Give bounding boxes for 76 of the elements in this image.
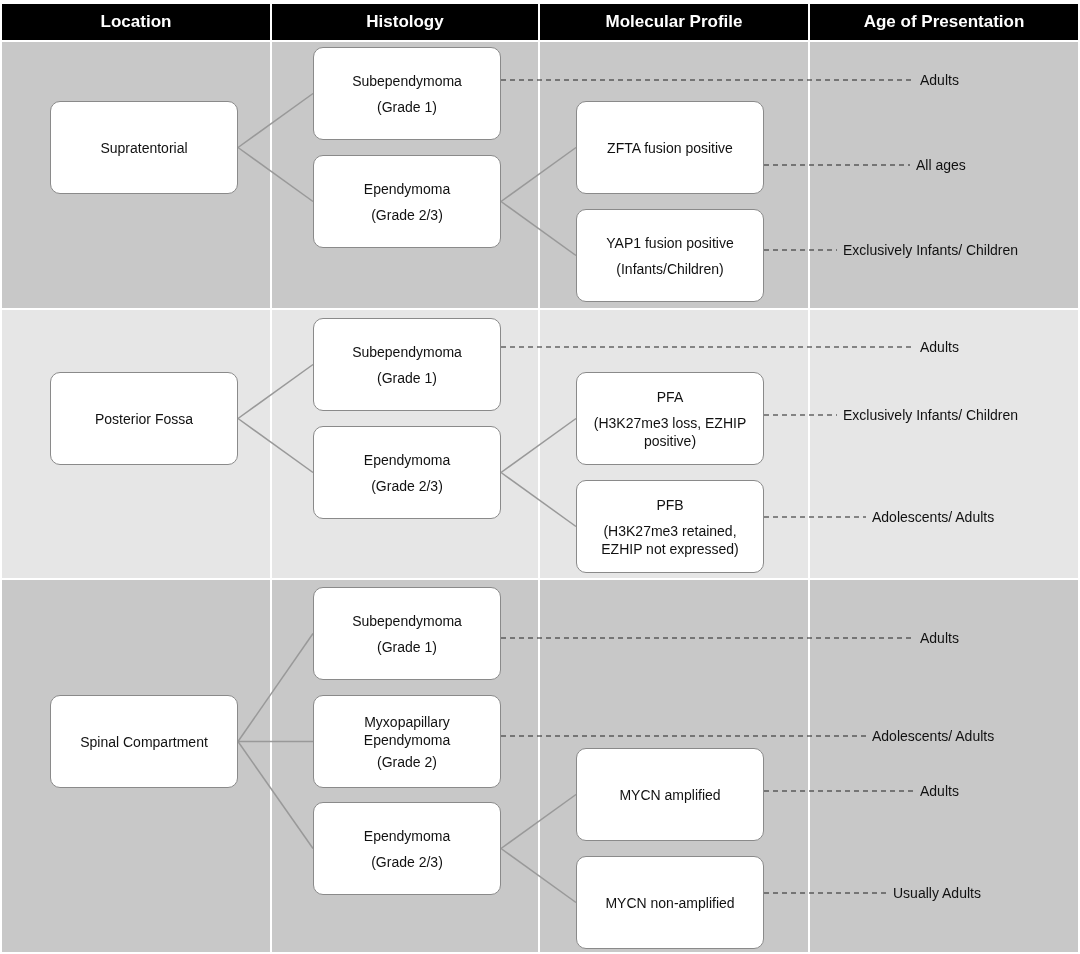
category-box xyxy=(313,587,501,680)
category-box xyxy=(313,155,501,248)
category-box xyxy=(576,372,764,465)
connector-line xyxy=(237,92,314,149)
category-box xyxy=(50,695,238,788)
box-subtitle: (Grade 1) xyxy=(377,368,437,387)
box-subtitle: (Grade 2/3) xyxy=(371,476,443,495)
dashed-connector xyxy=(763,414,838,416)
age-label: Usually Adults xyxy=(887,884,981,902)
age-label: Adolescents/ Adults xyxy=(866,508,995,526)
connector-line xyxy=(500,200,577,257)
connector-line xyxy=(237,363,314,420)
age-label: Adults xyxy=(914,629,959,647)
box-title: PFA xyxy=(656,387,684,406)
box-title: Posterior Fossa xyxy=(94,409,193,428)
box-title: Subependymoma xyxy=(352,71,462,90)
box-title: ZFTA fusion positive xyxy=(607,138,733,157)
age-label: Adults xyxy=(914,71,959,89)
box-title: Subependymoma xyxy=(352,611,462,630)
category-box xyxy=(313,318,501,411)
category-box xyxy=(50,372,238,465)
connector-line xyxy=(500,793,577,850)
age-label: Adults xyxy=(914,338,959,356)
age-label: Adolescents/ Adults xyxy=(866,727,995,745)
category-box xyxy=(313,695,501,788)
box-title: Myxopapillary Ependymoma xyxy=(362,712,452,749)
category-box xyxy=(313,802,501,895)
box-title: Ependymoma xyxy=(363,450,451,469)
column-header: Molecular Profile xyxy=(540,4,808,40)
dashed-connector xyxy=(763,249,838,251)
connector-line xyxy=(237,146,314,203)
age-label: Adults xyxy=(914,782,959,800)
column-header: Histology xyxy=(272,4,538,40)
category-box xyxy=(576,209,764,302)
column-header: Location xyxy=(2,4,270,40)
dashed-connector xyxy=(763,790,915,792)
category-box xyxy=(576,856,764,949)
connector-line xyxy=(237,417,314,474)
connector-line xyxy=(237,740,314,850)
age-label: Exclusively Infants/ Children xyxy=(837,241,1019,259)
connector-line xyxy=(500,847,577,904)
connector-line xyxy=(237,632,314,743)
box-subtitle: (Grade 1) xyxy=(377,637,437,656)
dashed-connector xyxy=(763,164,911,166)
box-subtitle: (H3K27me3 loss, EZHIP positive) xyxy=(592,413,748,450)
box-title: PFB xyxy=(656,495,684,514)
box-subtitle: (Grade 2/3) xyxy=(371,205,443,224)
connector-line xyxy=(500,471,577,528)
dashed-connector xyxy=(763,892,888,894)
category-box xyxy=(576,101,764,194)
connector-line xyxy=(500,417,577,474)
connector-line xyxy=(237,740,314,743)
box-title: MYCN non-amplified xyxy=(605,893,735,912)
age-label: All ages xyxy=(910,156,966,174)
category-box xyxy=(313,426,501,519)
age-label: Exclusively Infants/ Children xyxy=(837,406,1019,424)
category-box xyxy=(313,47,501,140)
box-title: Spinal Compartment xyxy=(80,732,208,751)
box-title: Ependymoma xyxy=(363,179,451,198)
box-subtitle: (Grade 1) xyxy=(377,97,437,116)
box-title: Supratentorial xyxy=(100,138,188,157)
box-title: MYCN amplified xyxy=(619,785,721,804)
connector-line xyxy=(500,146,577,203)
column-header: Age of Presentation xyxy=(810,4,1078,40)
box-title: Ependymoma xyxy=(363,826,451,845)
box-title: YAP1 fusion positive xyxy=(606,233,734,252)
box-subtitle: (Grade 2/3) xyxy=(371,852,443,871)
box-title: Subependymoma xyxy=(352,342,462,361)
box-subtitle: (Infants/Children) xyxy=(616,259,724,278)
box-subtitle: (Grade 2) xyxy=(377,752,437,771)
category-box xyxy=(50,101,238,194)
dashed-connector xyxy=(500,735,867,737)
category-box xyxy=(576,748,764,841)
box-subtitle: (H3K27me3 retained, EZHIP not expressed) xyxy=(600,521,740,558)
dashed-connector xyxy=(763,516,867,518)
category-box xyxy=(576,480,764,573)
